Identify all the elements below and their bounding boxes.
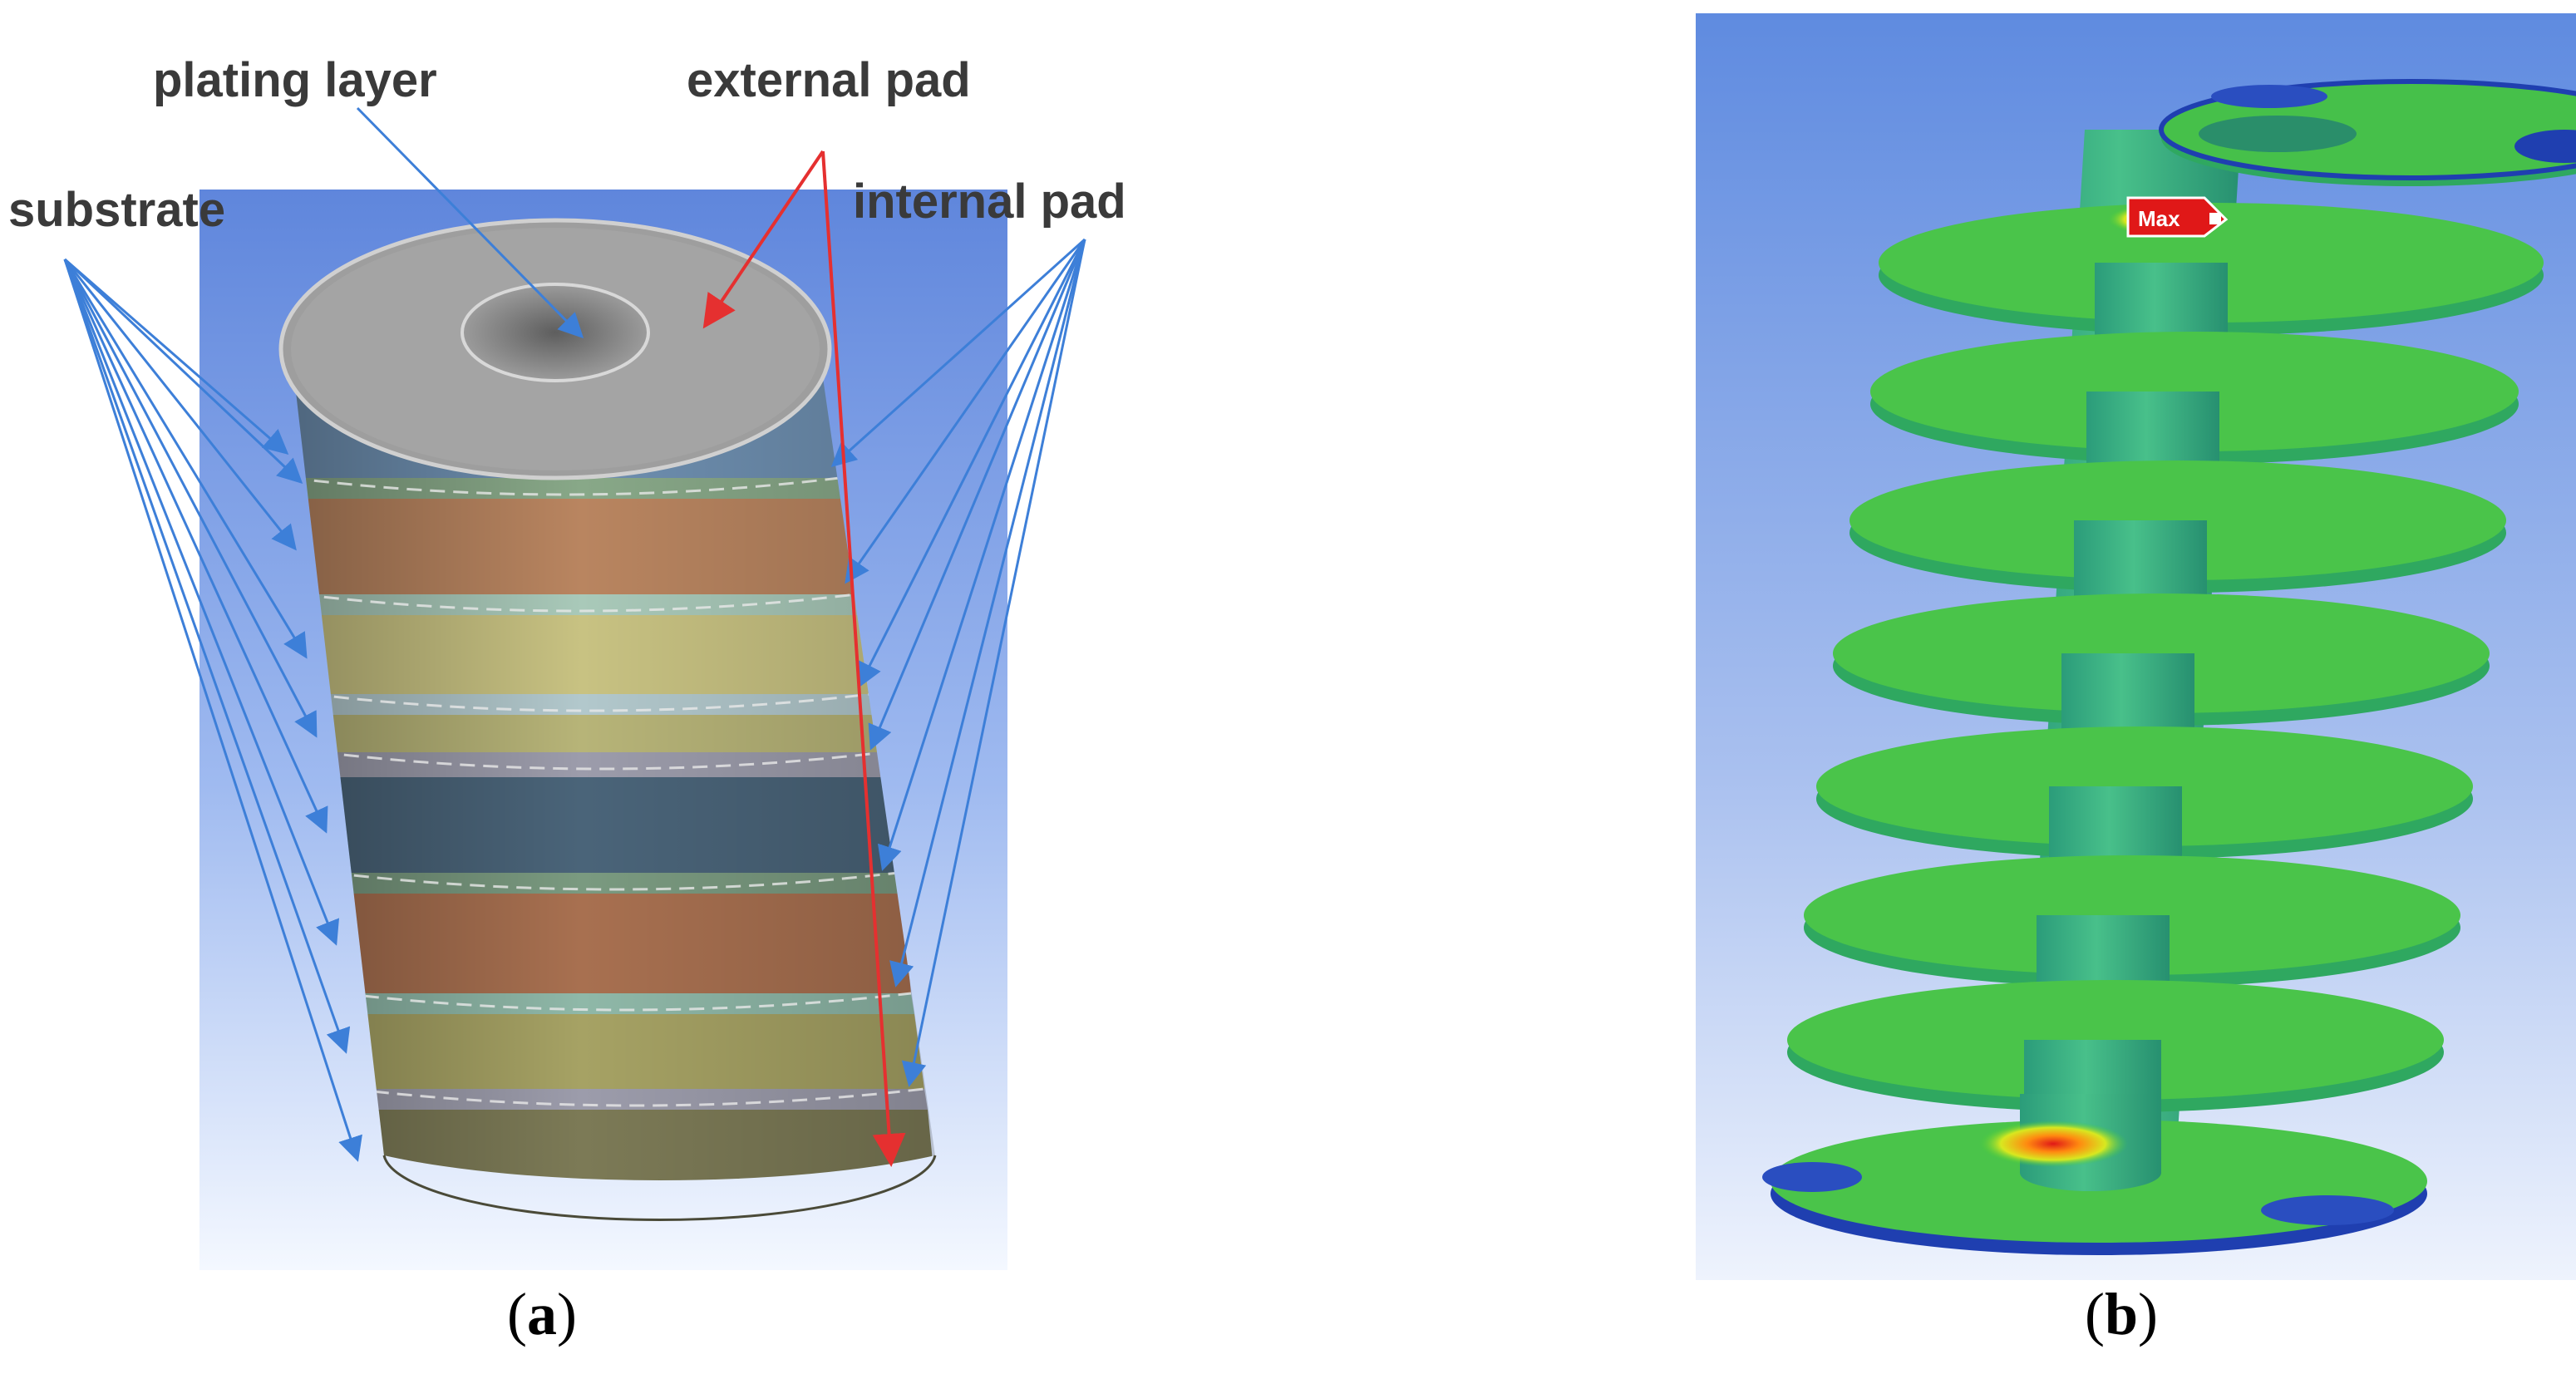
panel-a-figure: plating layer external pad substrate int…	[8, 53, 1126, 1270]
internal-pad-label: internal pad	[853, 175, 1126, 229]
panel-b-stress-contour: Max	[1696, 13, 2576, 1280]
substrate-leader-arrows	[63, 258, 362, 1162]
max-stress-marker: Max	[2126, 196, 2229, 238]
panel-a-layered-cylinder-model: plating layer external pad substrate int…	[0, 0, 1247, 1375]
max-marker-label: Max	[2138, 206, 2180, 231]
stress-hotspot-bottom	[1978, 1120, 2128, 1167]
cylinder-bottom-edge	[382, 1155, 937, 1221]
disc-stack	[1762, 79, 2576, 1255]
plating-layer-leader-arrow	[356, 106, 584, 339]
layer-stack	[291, 349, 935, 1180]
plating-layer-label: plating layer	[153, 53, 437, 107]
panel-b-figure: Max	[1696, 13, 2576, 1280]
center-hole	[461, 283, 650, 382]
disc-9	[1762, 1120, 2427, 1255]
caption-b: (b)	[2085, 1281, 2159, 1347]
external-pad-label: external pad	[687, 53, 971, 107]
internal-pad-leader-arrows	[830, 238, 1086, 1087]
caption-a: (a)	[507, 1281, 577, 1347]
disc-1	[2159, 79, 2576, 186]
substrate-label: substrate	[8, 183, 225, 237]
external-pad-leader-arrows	[702, 150, 906, 1167]
